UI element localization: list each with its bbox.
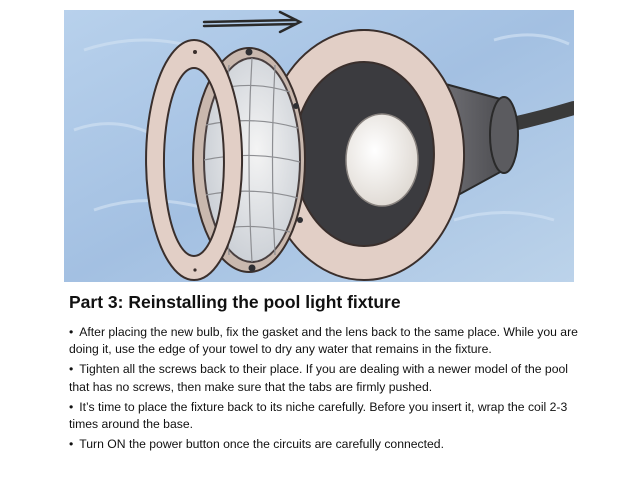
right-arrow-icon: [202, 10, 303, 34]
bullet-marker: •: [69, 399, 74, 414]
bullet-item: • Turn ON the power button once the circu…: [69, 436, 589, 453]
bullet-marker: •: [69, 362, 74, 377]
front-ring: [145, 39, 244, 281]
bullet-text: Tighten all the screws back to their pla…: [69, 362, 568, 394]
bullet-text: Turn ON the power button once the circui…: [79, 437, 444, 452]
slide-title: Part 3: Reinstalling the pool light fixt…: [69, 292, 401, 312]
bulb: [345, 113, 419, 207]
housing-back-cap: [489, 96, 519, 174]
lens-screws: [245, 48, 303, 272]
bullet-item: •It’s time to place the fixture back to …: [69, 399, 589, 433]
bullet-item: •After placing the new bulb, fix the gas…: [69, 324, 589, 358]
bullet-text: After placing the new bulb, fix the gask…: [69, 325, 578, 357]
bullet-list: •After placing the new bulb, fix the gas…: [69, 324, 589, 456]
bullet-item: •Tighten all the screws back to their pl…: [69, 361, 589, 395]
bullet-marker: •: [69, 325, 74, 339]
bullet-marker: •: [69, 437, 74, 452]
bullet-text: It’s time to place the fixture back to i…: [69, 399, 568, 432]
front-ring-holes: [193, 50, 197, 272]
pool-light-illustration: [64, 10, 574, 282]
